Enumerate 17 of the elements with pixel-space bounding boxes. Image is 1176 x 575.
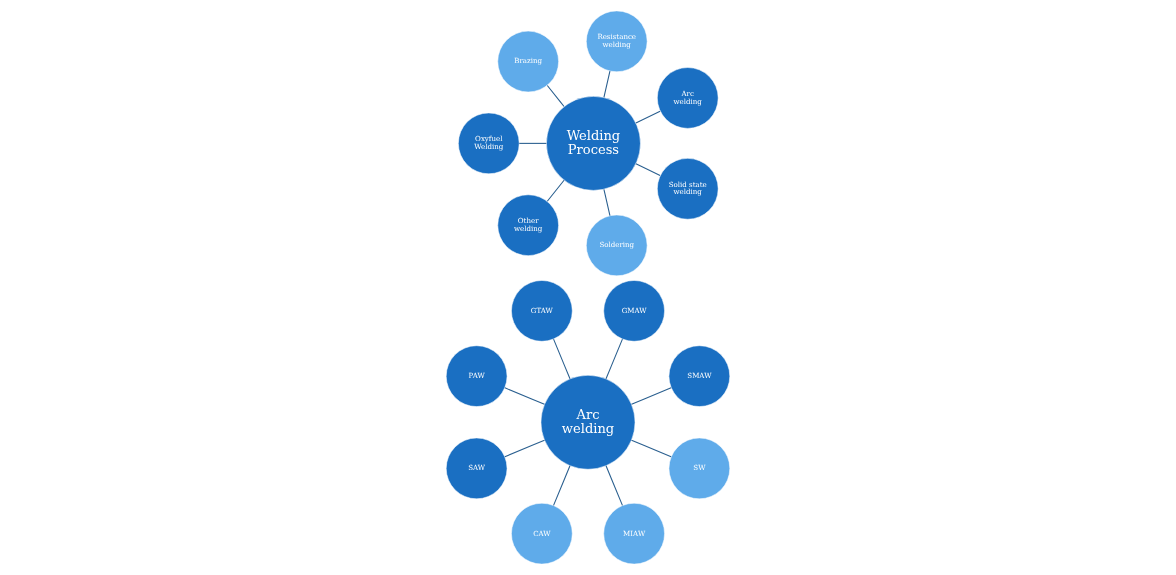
connector: [504, 439, 545, 458]
connector: [546, 85, 565, 108]
connector: [518, 142, 547, 144]
connector: [635, 163, 661, 177]
connector: [546, 179, 565, 202]
connector: [605, 338, 623, 380]
connector: [553, 465, 571, 506]
connector: [553, 338, 571, 380]
node-circle: Arc welding: [540, 375, 636, 470]
connector: [631, 387, 672, 405]
connector: [635, 110, 661, 124]
connector: [603, 70, 611, 98]
connector: [603, 188, 611, 217]
connector: [504, 387, 545, 405]
node-circle: Welding Process: [546, 96, 641, 191]
connector: [605, 465, 623, 506]
connector: [631, 439, 672, 458]
